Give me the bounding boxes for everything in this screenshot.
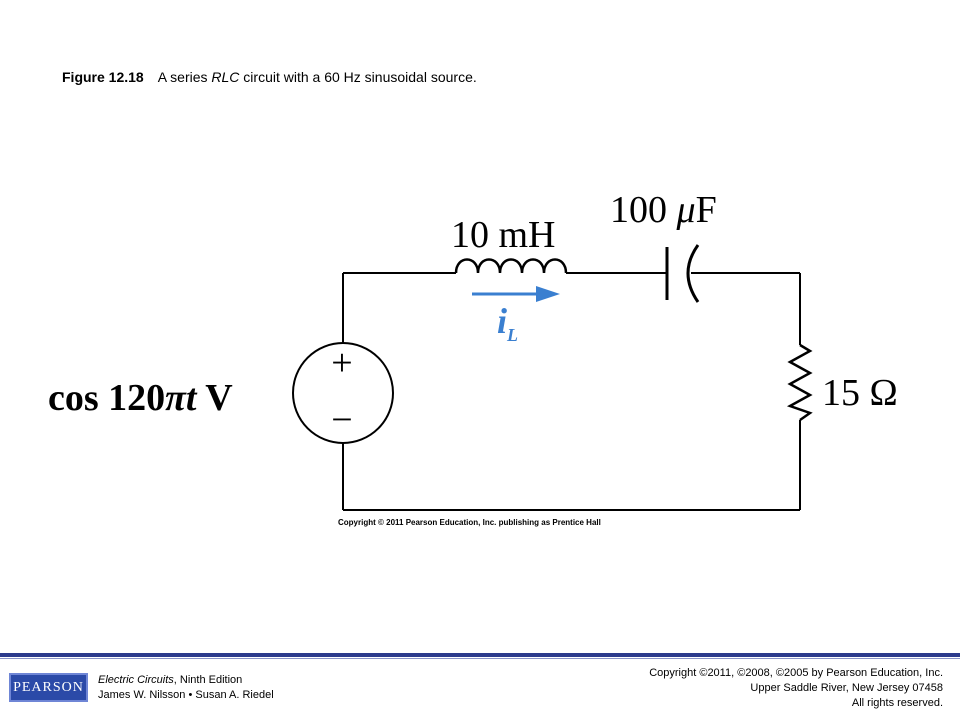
inductor-symbol	[454, 258, 568, 274]
caption-text-before: A series	[157, 69, 212, 85]
caption-text-after: circuit with a 60 Hz sinusoidal source.	[239, 69, 477, 85]
copyright-block: Copyright ©2011, ©2008, ©2005 by Pearson…	[649, 666, 943, 711]
capacitor-label-value: 100	[610, 189, 677, 231]
copyright-line-3: All rights reserved.	[851, 697, 943, 709]
circuit-diagram: + − cos 120πt V 10 mH 100 μF iL 15 Ω	[48, 189, 898, 511]
book-info: Electric Circuits, Ninth Edition James W…	[98, 673, 274, 703]
figure-copyright: Copyright © 2011 Pearson Education, Inc.…	[338, 518, 601, 527]
copyright-line-2: Upper Saddle River, New Jersey 07458	[750, 682, 943, 694]
capacitor-label-mu: μ	[676, 189, 696, 231]
footer-rule-bottom	[0, 658, 960, 659]
resistor-label: 15 Ω	[822, 372, 898, 414]
source-label-unit: V	[196, 377, 233, 419]
inductor-label: 10 mH	[451, 214, 556, 256]
book-authors: James W. Nilsson • Susan A. Riedel	[98, 689, 274, 701]
source-label-t: t	[186, 377, 198, 419]
capacitor-plate-curved	[686, 244, 700, 303]
current-label-subscript: L	[506, 325, 518, 345]
current-label-i: i	[497, 301, 507, 341]
voltage-source-symbol	[292, 342, 394, 444]
book-edition: , Ninth Edition	[173, 674, 243, 686]
resistor-symbol	[786, 343, 813, 422]
source-plus-sign: +	[331, 342, 352, 384]
pearson-logo: PEARSON	[9, 673, 88, 702]
book-title: Electric Circuits	[98, 674, 174, 686]
capacitor-label-unit: F	[696, 189, 717, 231]
source-label-pi: π	[165, 377, 187, 419]
current-arrow	[472, 286, 560, 302]
source-label-prefix: cos 120	[48, 377, 165, 419]
figure-number: Figure 12.18	[62, 69, 144, 85]
current-label: iL	[497, 301, 518, 345]
pearson-logo-text: PEARSON	[13, 679, 84, 695]
book-title-line: Electric Circuits, Ninth Edition	[98, 673, 274, 688]
copyright-line-1: Copyright ©2011, ©2008, ©2005 by Pearson…	[649, 667, 943, 679]
footer-rule-top	[0, 653, 960, 657]
capacitor-label: 100 μF	[610, 189, 717, 231]
caption-text-italic: RLC	[211, 69, 240, 85]
current-arrow-head	[536, 286, 560, 302]
circuit-wires	[342, 272, 801, 511]
source-label: cos 120πt V	[48, 377, 233, 419]
figure-caption: Figure 12.18 A series RLC circuit with a …	[62, 69, 477, 85]
source-minus-sign: −	[331, 399, 352, 441]
